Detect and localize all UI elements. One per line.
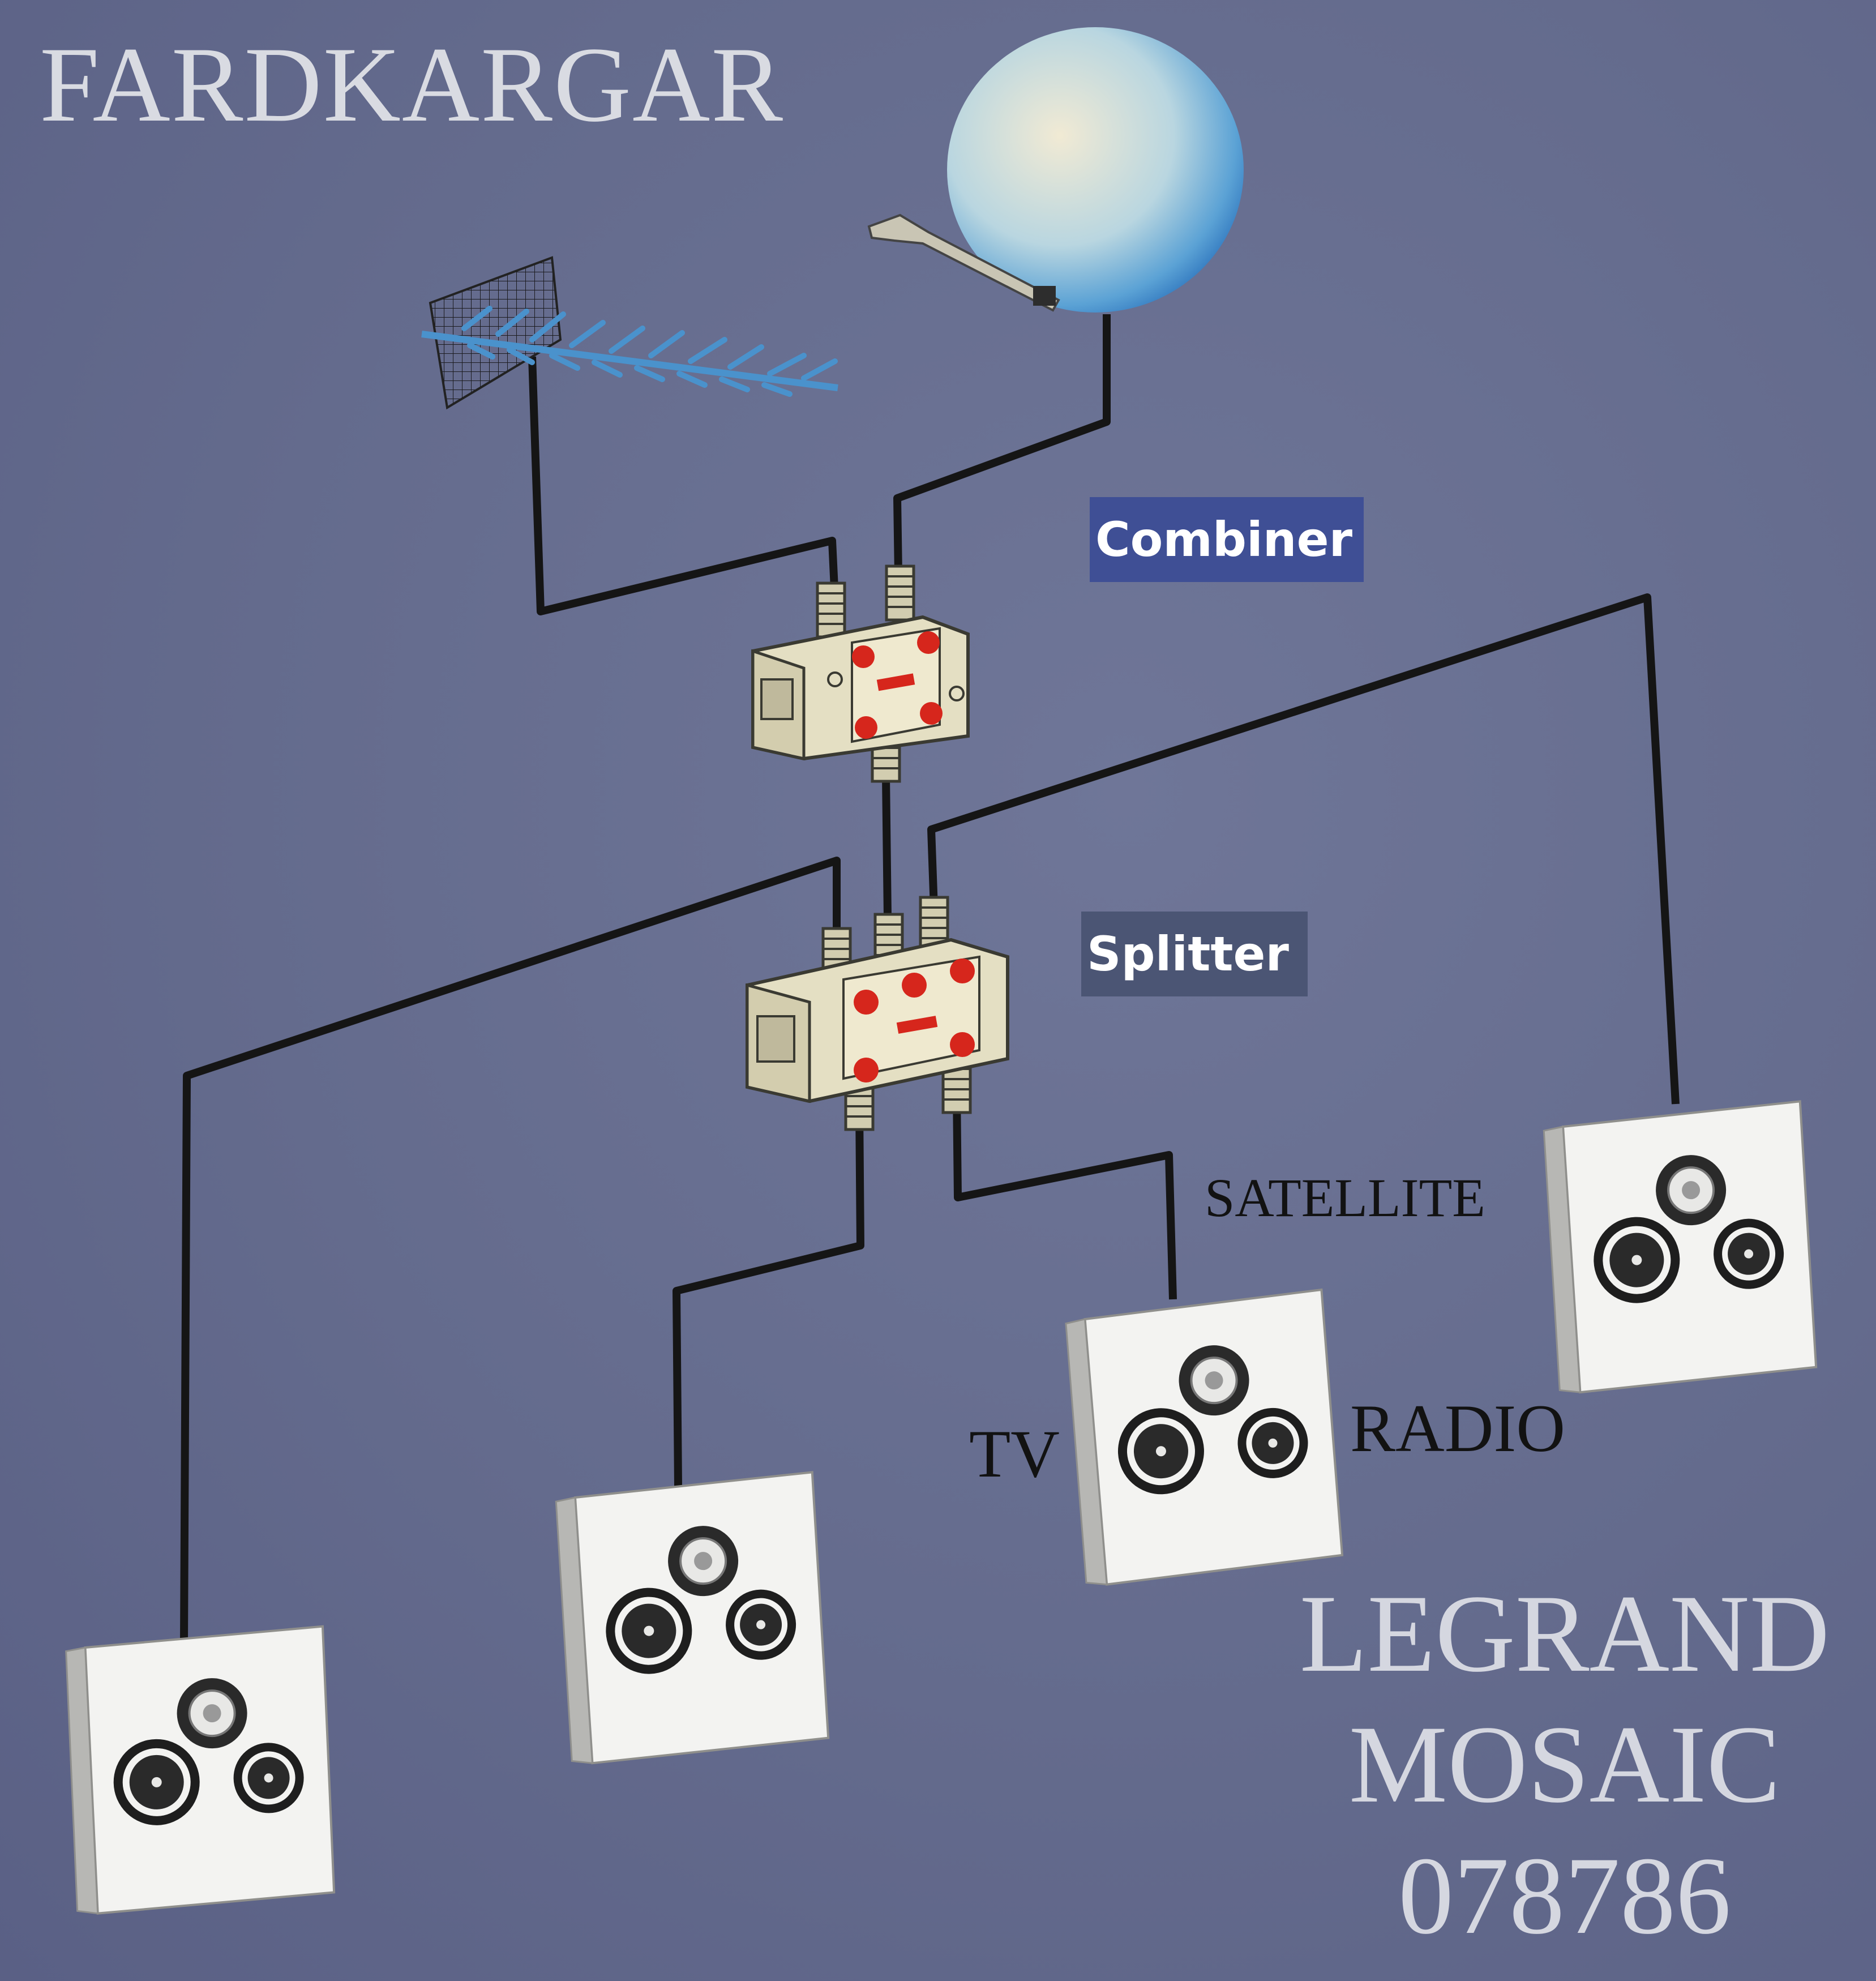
satellite-port-label: SATELLITE (1205, 1167, 1485, 1228)
brand-title: FARDKARGAR (40, 25, 785, 144)
tv-radio-sat-socket-1 (65, 1625, 336, 1915)
product-name: LEGRAND MOSAIC 078786 (1276, 1568, 1853, 1961)
cable-splitter-to-socket-2 (673, 1106, 864, 1487)
satellite-dish-icon (867, 27, 1244, 313)
cable-splitter-to-socket-3 (953, 1092, 1177, 1300)
product-series: MOSAIC (1348, 1703, 1781, 1826)
product-code: 078786 (1398, 1834, 1731, 1957)
combiner-device-icon (751, 566, 970, 781)
cables (180, 314, 1680, 1642)
tv-radio-sat-socket-3 (1065, 1289, 1343, 1586)
yagi-antenna-icon (421, 256, 838, 410)
cable-dish-to-combiner (893, 314, 1111, 575)
tv-radio-sat-socket-4 (1543, 1101, 1817, 1393)
cable-combiner-to-splitter (882, 775, 892, 918)
product-brand: LEGRAND (1299, 1572, 1830, 1695)
combiner-label: Combiner (1090, 497, 1364, 582)
cable-splitter-to-socket-4 (927, 593, 1680, 1105)
tv-port-label: TV (969, 1416, 1060, 1491)
cable-antenna-to-combiner (528, 356, 839, 615)
splitter-device-icon (746, 897, 1009, 1129)
splitter-label: Splitter (1081, 912, 1308, 996)
tv-radio-sat-socket-2 (555, 1472, 829, 1764)
cable-splitter-to-socket-1 (180, 857, 841, 1642)
radio-port-label: RADIO (1350, 1390, 1565, 1466)
